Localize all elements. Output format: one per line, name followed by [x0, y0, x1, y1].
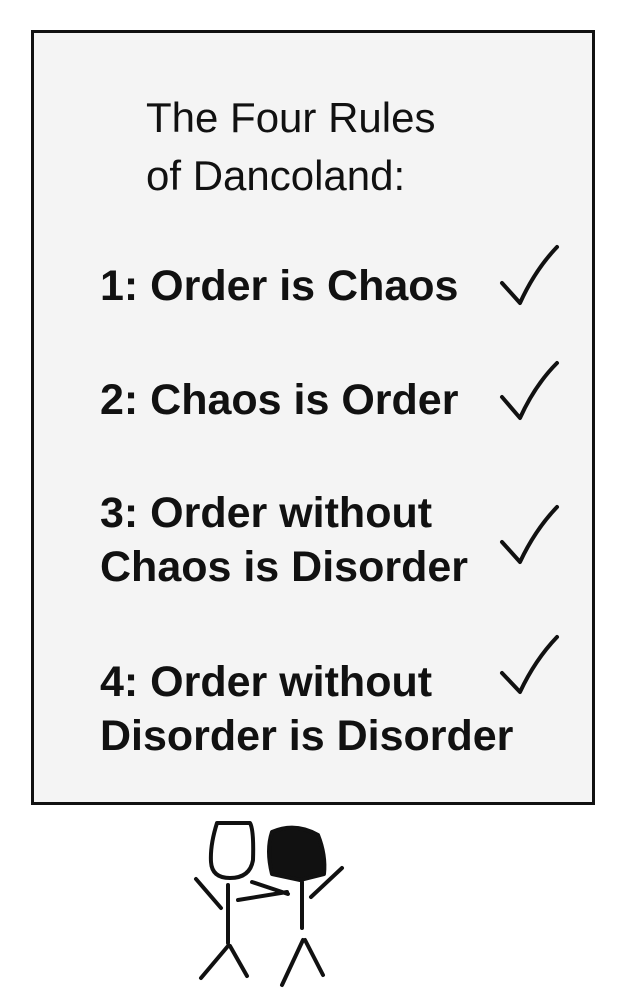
checkmark-icon [500, 635, 559, 694]
sign-title: The Four Rules of Dancoland: [146, 89, 435, 205]
rule-1: 1: Order is Chaos [100, 259, 458, 313]
rule-text: Chaos is Disorder [100, 543, 468, 591]
title-line-1: The Four Rules [146, 94, 436, 141]
stick-figure-bald [194, 821, 290, 980]
stick-figure-hair [267, 825, 344, 987]
rule-text: 2: Chaos is Order [100, 376, 459, 424]
title-line-2: of Dancoland: [146, 152, 406, 199]
rules-sign: The Four Rules of Dancoland: 1: Order is… [31, 30, 595, 805]
rule-text: 3: Order without [100, 489, 433, 537]
rule-text: 1: Order is Chaos [100, 262, 459, 310]
rule-text: Disorder is Disorder [100, 712, 514, 760]
rule-text: 4: Order without [100, 658, 433, 706]
checkmark-icon [500, 505, 559, 564]
rule-2: 2: Chaos is Order [100, 373, 458, 427]
checkmark-icon [500, 245, 559, 305]
checkmark-icon [500, 361, 559, 420]
